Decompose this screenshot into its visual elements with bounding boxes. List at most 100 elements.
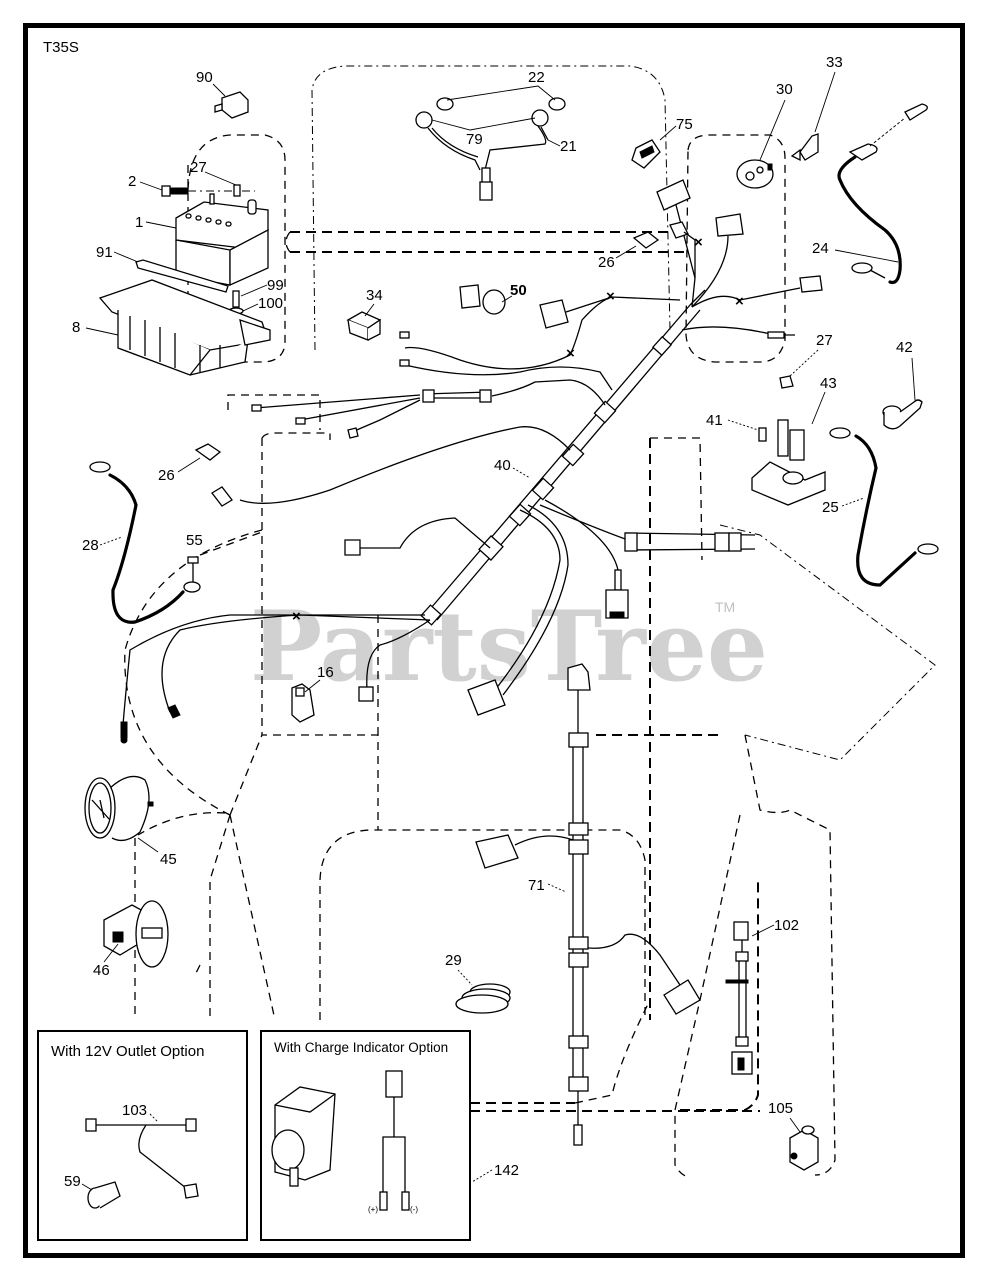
lower-curve: [574, 999, 651, 1104]
charge-option-title: With Charge Indicator Option: [274, 1040, 448, 1055]
splice-mark: ×: [694, 234, 703, 251]
part-45-hour-meter-gauge: [84, 775, 154, 842]
part-59-12v-outlet: [87, 1181, 121, 1209]
part-71-lower-harness: [475, 663, 701, 1146]
callout-21: 21: [560, 138, 577, 155]
harness-branch: [404, 296, 681, 370]
battery-tray-outline: [187, 134, 286, 363]
multi-pin-connector: [467, 679, 506, 716]
harness-trunk-end: [689, 289, 706, 306]
wire-terminal-end: [120, 736, 128, 744]
branch-wire: [691, 235, 729, 308]
headlight-socket-right: [531, 109, 549, 127]
small-connector: [358, 686, 374, 702]
leader-91: [113, 251, 139, 263]
inline-connector: [714, 532, 730, 552]
callout-75: 75: [676, 116, 693, 133]
harness-clamp: [593, 400, 617, 424]
harness-branch: [239, 426, 571, 504]
outlet-harness-lead: [138, 1124, 187, 1189]
harness-71-top-plug: [567, 663, 591, 691]
leader-24: [834, 249, 899, 263]
callout-1: 1: [135, 214, 143, 231]
branch-wire: [691, 287, 801, 308]
callout-42: 42: [896, 339, 913, 356]
left-plug: [211, 486, 233, 507]
harness-branch: [404, 364, 613, 391]
harness-clamp: [568, 839, 589, 855]
headlight-wires-inner: [431, 126, 549, 158]
ring-terminal: [399, 331, 410, 339]
inline-fuse: [767, 331, 785, 339]
leader-46: [103, 943, 119, 963]
splice-mark: ×: [566, 345, 575, 362]
callout-16: 16: [317, 664, 334, 681]
part-33-key: [790, 133, 819, 162]
part-16-relay: [291, 683, 315, 723]
branch-wire: [683, 231, 696, 308]
outlet-option-title: With 12V Outlet Option: [51, 1043, 204, 1060]
harness-clamp: [651, 335, 673, 357]
solenoid-body: [789, 429, 805, 461]
fuse-holder-end: [479, 389, 492, 403]
leader-41: [727, 419, 759, 431]
splice-mark: ×: [292, 608, 301, 625]
connector-outline: [227, 394, 321, 430]
part-28-ground-cable: [89, 461, 201, 624]
right-taper: [674, 814, 741, 1179]
callout-33: 33: [826, 54, 843, 71]
callout-102: 102: [774, 917, 799, 934]
plug-pins: [609, 611, 625, 619]
callout-27-right: 27: [816, 332, 833, 349]
leader-27b: [789, 349, 819, 377]
harness-branch: [122, 614, 425, 726]
part-40-main-harness: × × ×: [120, 288, 756, 744]
leader-26b: [177, 457, 201, 473]
leader-142: [471, 1169, 493, 1183]
three-pin-plug: [605, 589, 629, 619]
part-46-hour-meter: [103, 900, 169, 968]
wire-terminal: [120, 721, 128, 739]
ring-terminal: [347, 427, 359, 439]
callout-43: 43: [820, 375, 837, 392]
outlet-harness-end: [183, 1183, 199, 1199]
leader-30: [759, 99, 786, 161]
leader-26a: [615, 245, 637, 259]
harness-branch: [494, 504, 569, 696]
lower-center-outline: [319, 829, 646, 1020]
headlight-socket-left: [415, 111, 433, 129]
watermark-tm: TM: [715, 599, 735, 615]
leader-40: [512, 467, 531, 479]
negative-terminal-label: (-): [410, 1205, 418, 1214]
cell-cap: [225, 221, 232, 227]
leader-79: [431, 117, 536, 131]
part-91-hold-down-strap: [135, 259, 229, 293]
harness-upper-branches: × × 26: [598, 179, 823, 339]
harness-branch: [544, 499, 619, 590]
harness-clamp: [568, 732, 589, 748]
part-24-battery-cable: [837, 103, 928, 285]
leader-59: [81, 1183, 93, 1191]
leader-16: [304, 679, 321, 693]
leader-90: [212, 83, 226, 97]
right-lower-outline: [744, 734, 836, 1176]
watermark-text: PartsTree: [250, 590, 768, 703]
harness-clamp: [531, 477, 555, 501]
part-90-terminal-cover: [214, 91, 249, 119]
label-tag: [539, 299, 569, 329]
part-25-cable: [829, 427, 939, 587]
harness-clamp: [561, 443, 585, 467]
spade-terminal: [251, 404, 262, 412]
harness-clamp: [568, 1076, 589, 1092]
callout-8: 8: [72, 319, 80, 336]
callout-2: 2: [128, 173, 136, 190]
center-frame-left: [261, 432, 379, 830]
wire-terminal: [167, 704, 181, 719]
battery-assembly: 90 2 27 1 91: [72, 69, 284, 376]
right-connector: [799, 275, 823, 293]
callout-103: 103: [122, 1102, 147, 1119]
partstree-watermark: PartsTree TM: [250, 590, 768, 703]
model-code: T35S: [43, 39, 79, 56]
deck-outline-right: [719, 524, 936, 761]
harness-branch: [161, 614, 431, 713]
